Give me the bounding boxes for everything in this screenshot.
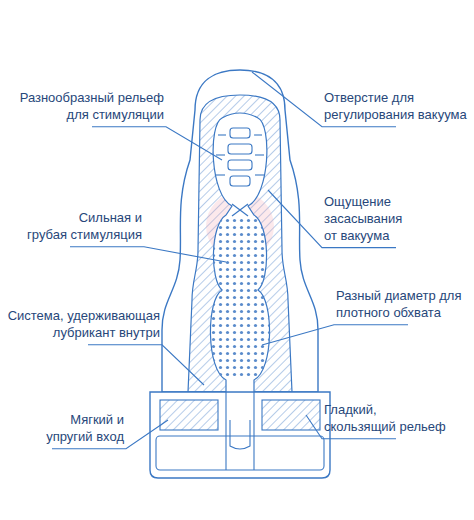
callout-label: Гладкий, скользящий рельеф (324, 402, 466, 436)
chamber-dots (210, 215, 269, 380)
leader-line (70, 247, 226, 262)
cap-ring-left (160, 400, 218, 430)
leader-line (92, 127, 222, 160)
callout-label: Мягкий и упругий вход (8, 412, 124, 446)
entrance (226, 392, 254, 470)
callout-label: Сильная и грубая стимуляция (8, 210, 142, 244)
base-cap (150, 392, 330, 478)
callout-label: Разный диаметр для плотного обхвата (336, 288, 468, 322)
callout-label: Система, удерживающая лубрикант внутри (4, 308, 160, 342)
neck-mark (232, 204, 248, 216)
top-ribs (216, 128, 264, 186)
cap-ring-right (262, 400, 320, 430)
callout-label: Ощущение засасывания от вакуума (324, 194, 470, 245)
cap-inner (156, 436, 324, 470)
callout-label: Разнообразный рельеф для стимуляции (8, 90, 164, 124)
callout-label: Отверстие для регулирования вакуума (324, 90, 470, 124)
leader-line (88, 345, 204, 385)
leader-line (262, 325, 408, 345)
